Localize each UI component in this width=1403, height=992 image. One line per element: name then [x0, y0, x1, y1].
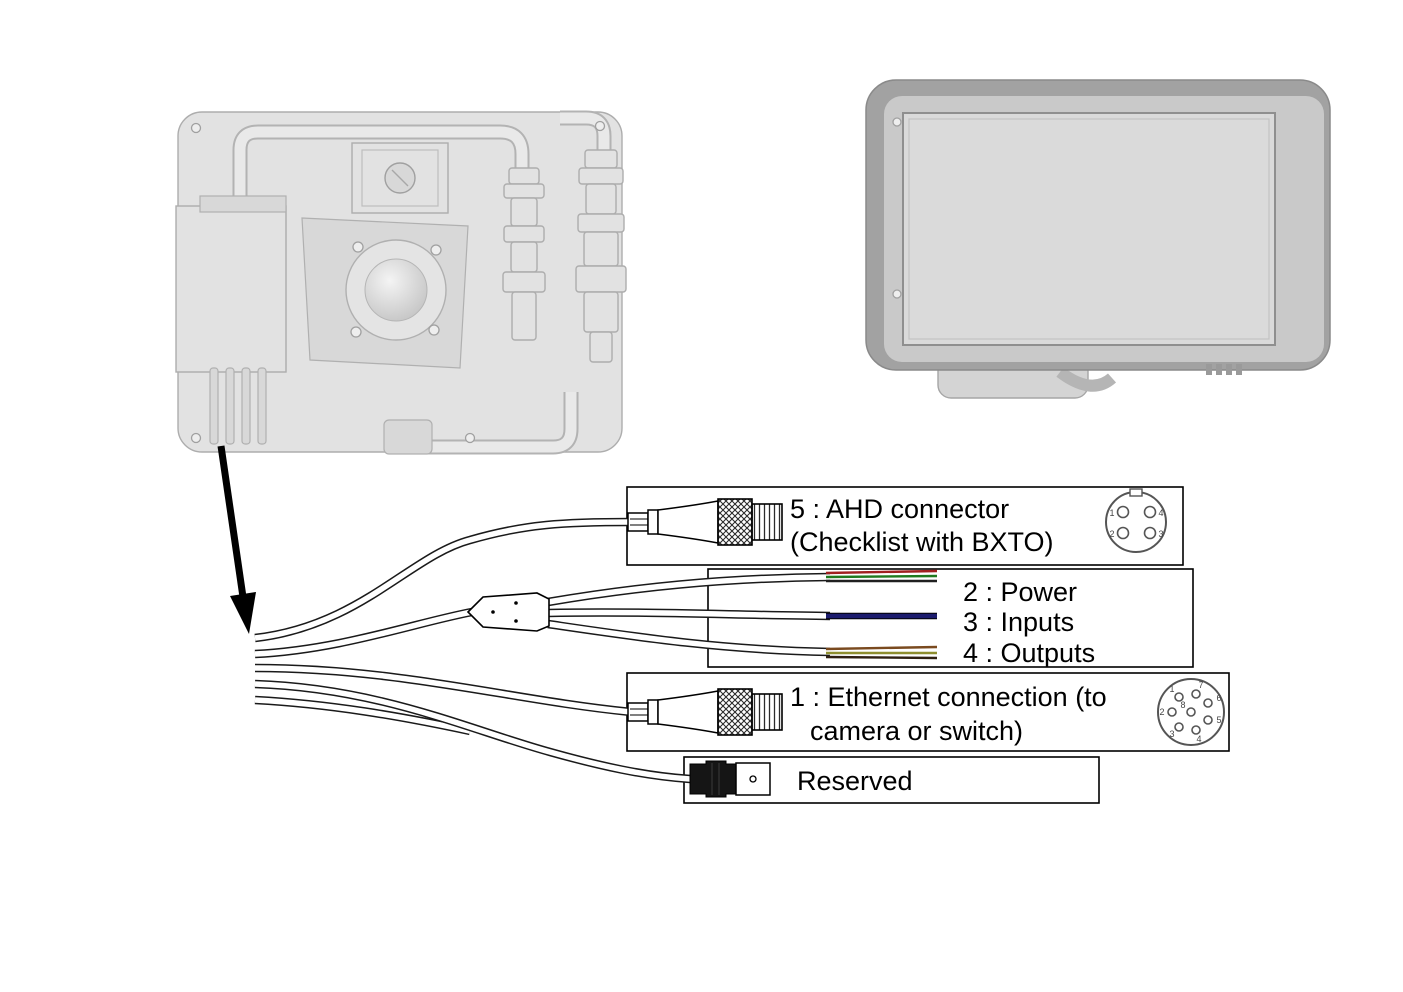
output-wire-strands [825, 645, 938, 660]
pin-number: 1 [1109, 508, 1114, 518]
pin-number: 3 [1169, 729, 1174, 739]
pin-number: 7 [1198, 680, 1203, 690]
power-label: 2 : Power [963, 577, 1077, 607]
ahd-label-line2: (Checklist with BXTO) [790, 527, 1054, 557]
cable-inputs [548, 612, 830, 616]
screw-icon [190, 122, 202, 134]
screw-icon [464, 432, 476, 444]
monitor-buttons [1206, 364, 1242, 375]
screw-icon [892, 289, 902, 299]
pin [1191, 689, 1201, 699]
screw-icon [190, 432, 202, 444]
pin-number: 1 [1169, 684, 1174, 694]
control-unit-cable-stubs [209, 367, 267, 445]
pin [1186, 707, 1196, 717]
reserved-plug-connector-icon [689, 760, 771, 798]
control-unit-side-connector-1 [502, 167, 546, 341]
pin-number: 5 [1216, 715, 1221, 725]
control-unit-illustration [175, 110, 627, 455]
output-strand [825, 645, 938, 651]
cable-harness [255, 522, 830, 779]
pin [1143, 505, 1157, 519]
screw-icon [594, 120, 606, 132]
monitor-screen-inner-line [908, 118, 1270, 340]
control-unit-bottom-bracket [383, 419, 433, 455]
pin-number: 4 [1158, 508, 1163, 518]
output-strand [825, 655, 938, 660]
monitor-stand-arm [1056, 367, 1117, 392]
ethernet-pinout: 1 2 3 4 5 6 7 8 [1157, 678, 1225, 746]
pin-number: 8 [1180, 700, 1185, 710]
pin [1174, 692, 1184, 702]
ahd-label-line1: 5 : AHD connector [790, 494, 1009, 524]
pin [1116, 505, 1130, 519]
pin-number: 2 [1159, 707, 1164, 717]
pin [1116, 526, 1130, 540]
ethernet-label-line1: 1 : Ethernet connection (to [790, 682, 1107, 712]
cable-reserved [255, 684, 690, 779]
pin [1143, 526, 1157, 540]
pin-number: 4 [1196, 734, 1201, 744]
ahd-pinout: 1 4 2 3 [1105, 488, 1167, 553]
control-unit-side-connector-2 [575, 149, 627, 363]
ahd-pinout-keyway [1129, 488, 1143, 497]
pin [1167, 707, 1177, 717]
pin [1203, 698, 1213, 708]
power-strand [825, 569, 938, 575]
pin-number: 6 [1216, 693, 1221, 703]
screw-icon [892, 117, 902, 127]
pointer-arrow [217, 445, 256, 634]
power-strand [825, 574, 938, 579]
monitor-illustration [865, 79, 1331, 399]
control-unit-mount-plate [301, 217, 469, 369]
control-unit-left-block [175, 205, 287, 373]
pin [1174, 722, 1184, 732]
control-unit-left-step [199, 195, 287, 213]
ethernet-label-line2: camera or switch) [810, 716, 1023, 746]
cable-splitter [466, 592, 550, 632]
pin-number: 3 [1158, 529, 1163, 539]
monitor-screen [902, 112, 1276, 346]
pin [1203, 715, 1213, 725]
outputs-label: 4 : Outputs [963, 638, 1095, 668]
pin-number: 2 [1109, 529, 1114, 539]
pin [1191, 725, 1201, 735]
reserved-label: Reserved [797, 766, 913, 796]
inputs-label: 3 : Inputs [963, 607, 1074, 637]
power-wire-strands [825, 569, 938, 583]
control-unit-top-bracket [351, 142, 449, 214]
